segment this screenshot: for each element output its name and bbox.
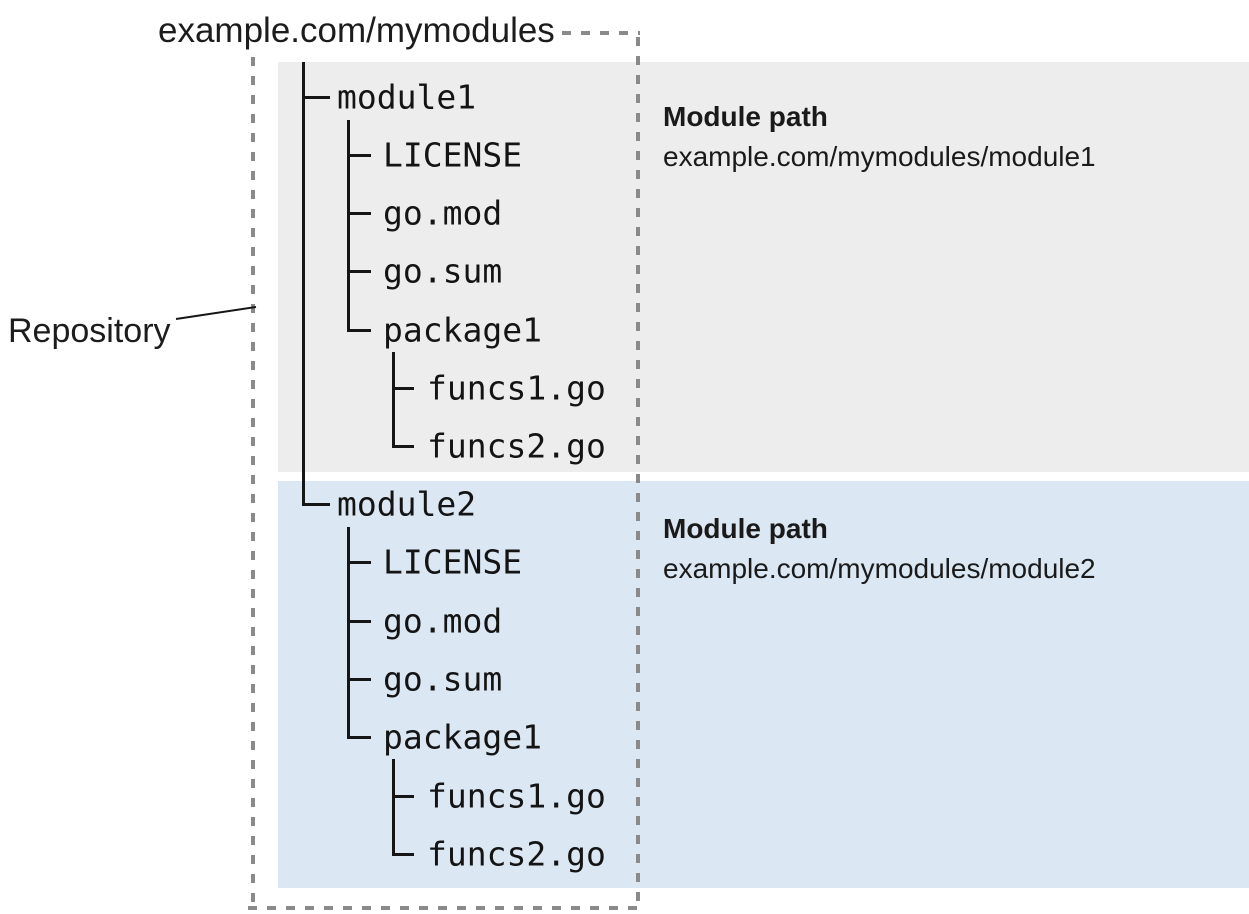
tree-item-m2-gosum: go.sum [383,659,503,699]
tree-branch-m2-funcs2 [392,853,414,856]
tree-item-module2: module2 [337,484,477,524]
tree-trunk-m2-package1 [392,759,395,855]
tree-trunk-module1 [347,120,350,331]
tree-branch-m1-funcs2 [392,445,414,448]
repo-border-left [251,57,255,903]
tree-trunk-module2 [347,527,350,738]
repo-border-bottom [248,906,638,910]
repository-label: Repository [8,312,171,350]
tree-item-m2-package1: package1 [383,717,542,757]
tree-branch-m2-gomod [347,620,371,623]
repository-leader-line [175,306,257,320]
module2-panel [278,481,1249,888]
tree-branch-m2-gosum [347,678,371,681]
module1-path-value: example.com/mymodules/module1 [663,141,1096,172]
repo-border-top [562,31,640,35]
tree-branch-m1-license [347,154,371,157]
tree-item-m1-funcs2: funcs2.go [427,426,606,466]
tree-item-m2-license: LICENSE [383,542,523,582]
tree-item-m1-license: LICENSE [383,135,523,175]
tree-item-m1-gosum: go.sum [383,251,503,291]
tree-branch-m1-funcs1 [392,387,414,390]
tree-branch-m2-funcs1 [392,795,414,798]
tree-item-m2-funcs1: funcs1.go [427,776,606,816]
tree-branch-m2-package1 [347,736,371,739]
tree-item-m2-gomod: go.mod [383,601,503,641]
tree-item-m1-funcs1: funcs1.go [427,368,606,408]
tree-branch-module2 [302,503,330,506]
tree-branch-module1 [302,96,330,99]
tree-item-m1-gomod: go.mod [383,193,503,233]
module1-panel [278,62,1249,472]
tree-branch-m1-gosum [347,270,371,273]
module2-path-block: Module path example.com/mymodules/module… [663,509,1096,589]
tree-branch-m1-package1 [347,329,371,332]
module2-path-label: Module path [663,513,828,544]
tree-trunk-main [302,62,305,505]
tree-item-module1: module1 [337,77,477,117]
repo-border-right [636,37,640,903]
module1-path-label: Module path [663,101,828,132]
tree-item-m1-package1: package1 [383,310,542,350]
tree-branch-m1-gomod [347,212,371,215]
module1-path-block: Module path example.com/mymodules/module… [663,97,1096,177]
module2-path-value: example.com/mymodules/module2 [663,553,1096,584]
tree-item-m2-funcs2: funcs2.go [427,834,606,874]
tree-branch-m2-license [347,561,371,564]
tree-trunk-m1-package1 [392,352,395,447]
repo-title: example.com/mymodules [158,11,555,50]
